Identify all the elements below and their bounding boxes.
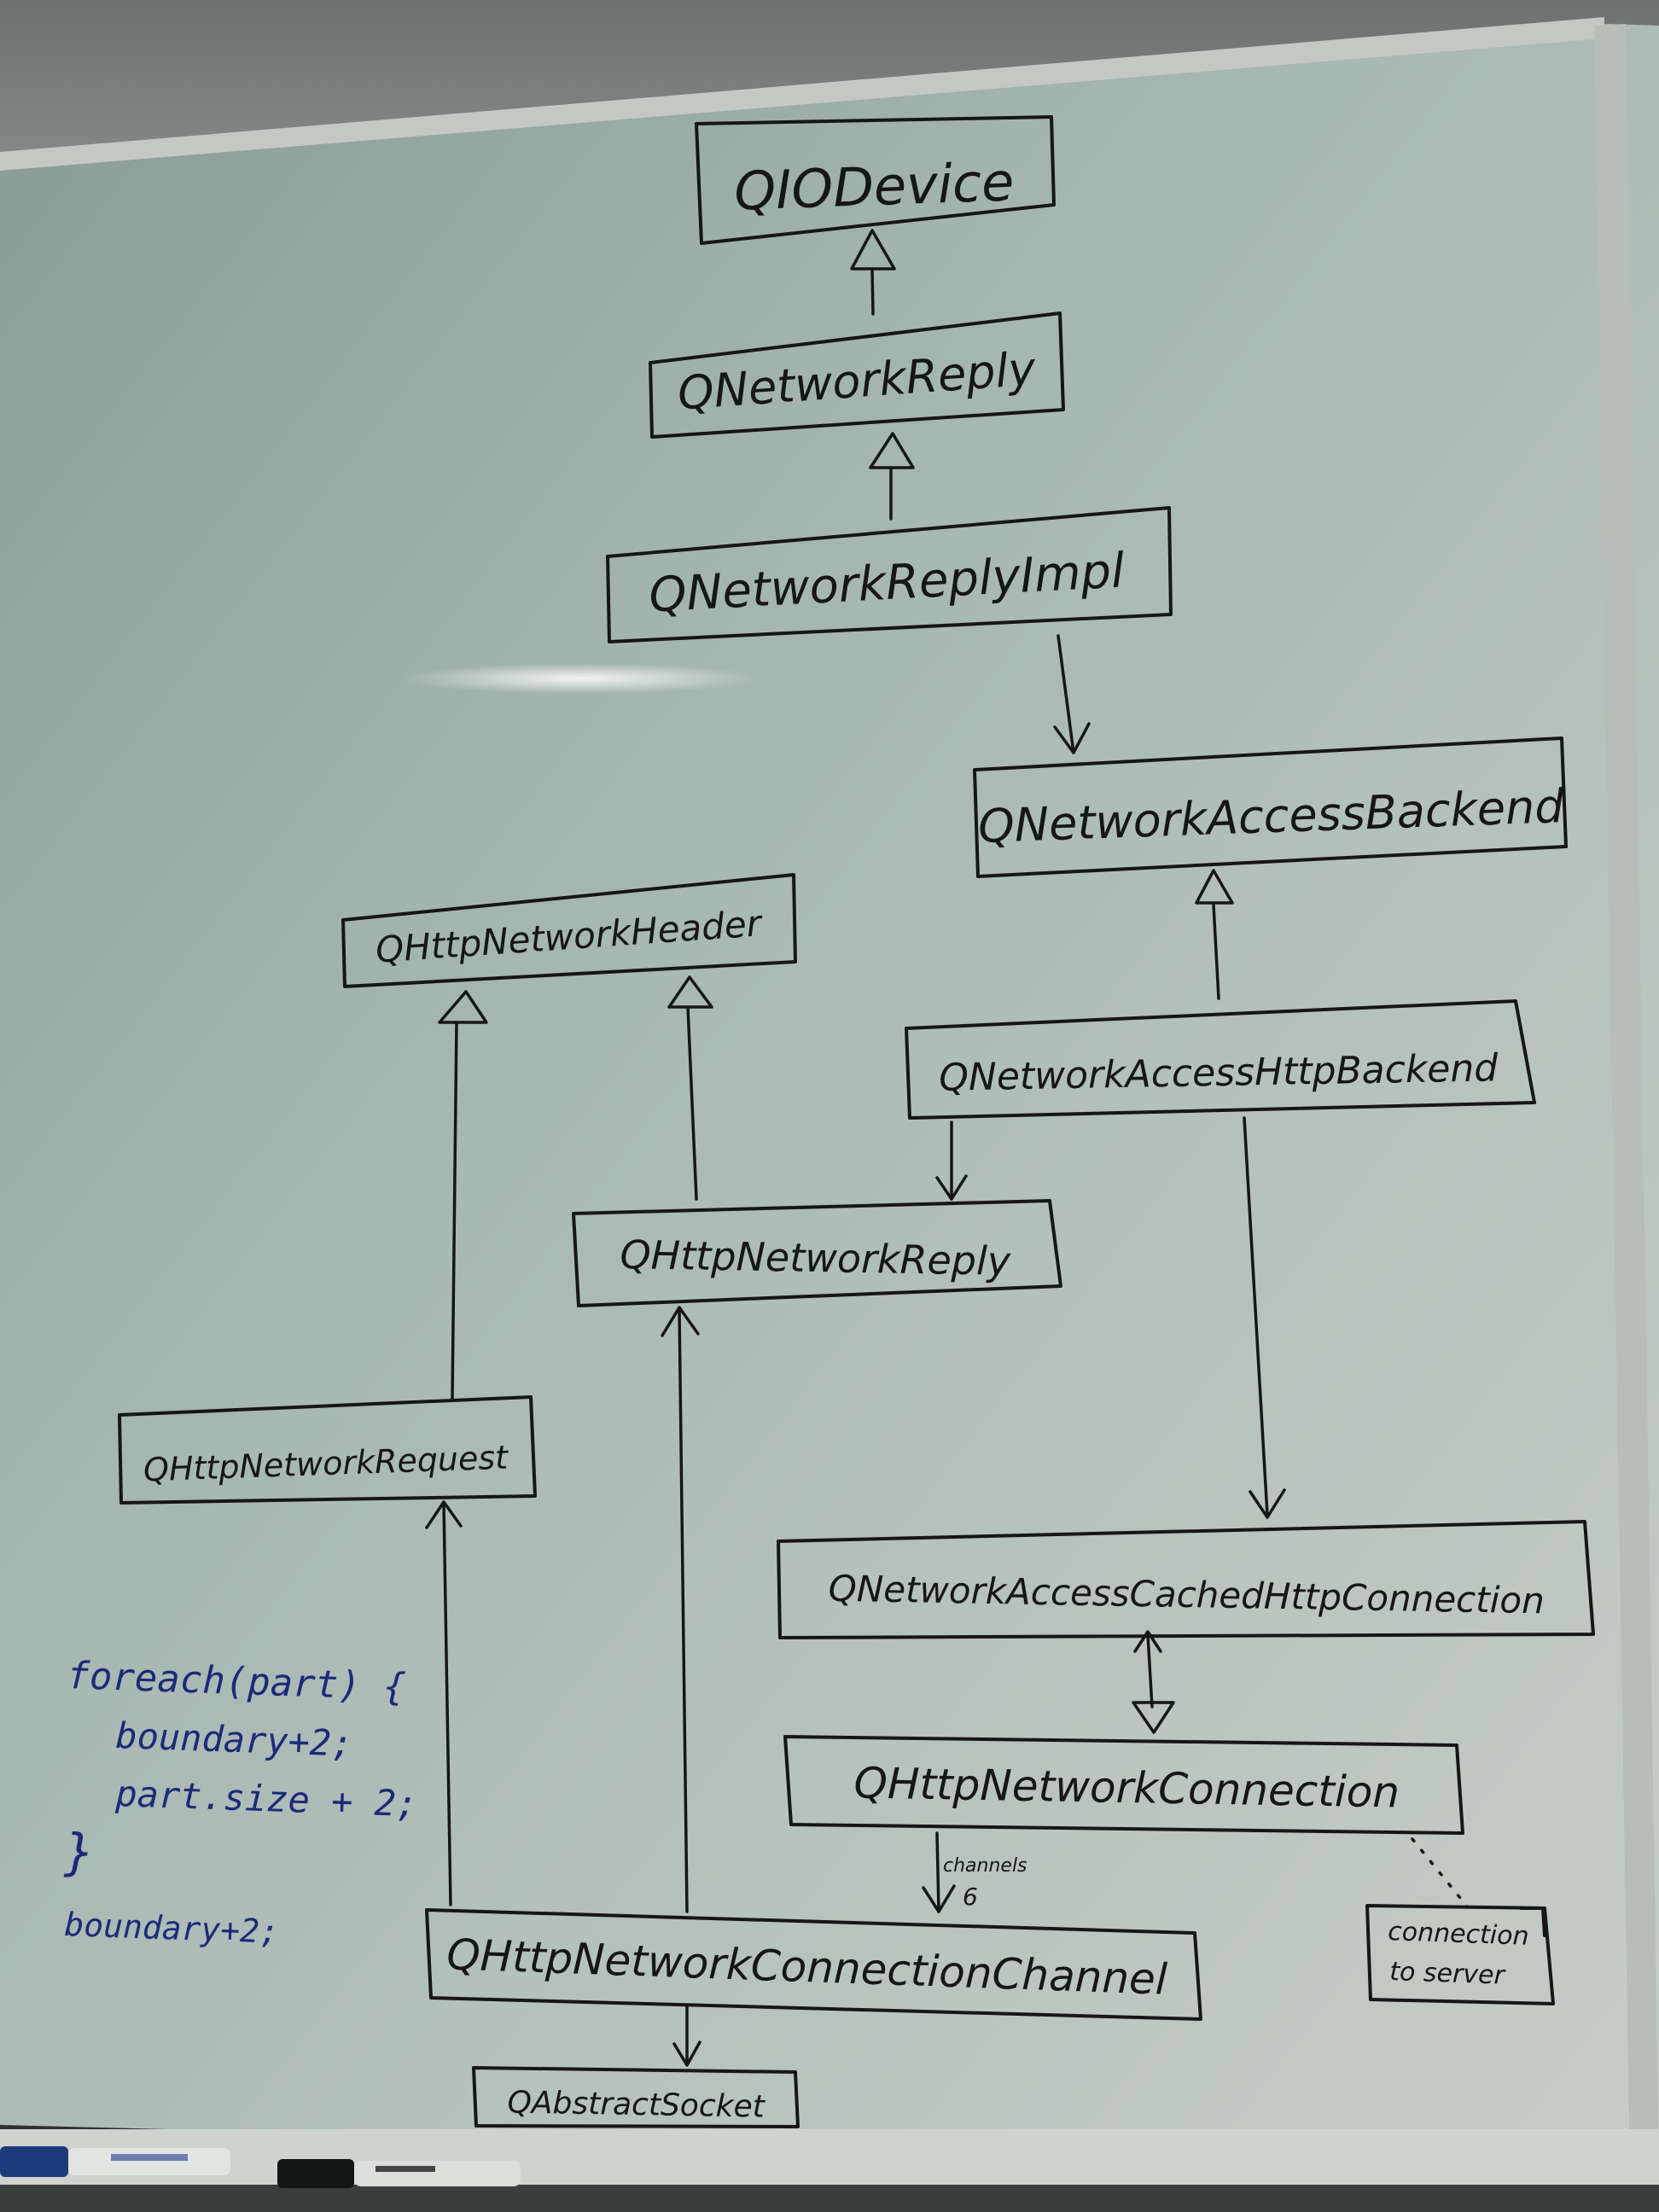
open-arrowhead [922, 1884, 956, 1913]
edge-request-to-header [451, 1021, 458, 1401]
note-line-1: connection [1388, 1917, 1529, 1952]
code-line-4: } [63, 1823, 94, 1881]
open-arrowhead [672, 2040, 701, 2067]
light-glare [401, 663, 760, 694]
open-arrowhead [1133, 1630, 1162, 1653]
code-line-5: boundary+2; [64, 1906, 280, 1951]
board-frame-top [0, 17, 1604, 171]
label-qhttpnetworkreply: QHttpNetworkReply [620, 1231, 1011, 1284]
open-arrowhead [661, 1306, 700, 1337]
edge-connection-to-channel [935, 1831, 940, 1913]
box-qnetworkreplyimpl [606, 506, 1173, 643]
code-line-2: boundary+2; [115, 1714, 354, 1765]
edge-httpbackend-to-cached [1243, 1116, 1269, 1516]
open-arrowhead [935, 1174, 968, 1201]
label-qiodevice: QIODevice [733, 150, 1015, 222]
triangle-arrowhead [869, 432, 915, 469]
edge-cached-to-connection [1146, 1633, 1154, 1708]
black-marker [277, 2159, 521, 2188]
whiteboard-surface [0, 24, 1659, 2168]
label-channels: channels [943, 1855, 1027, 1877]
note-connector [1411, 1837, 1470, 1909]
box-qiodevice [695, 115, 1056, 245]
box-qhttpnetworkrequest [118, 1395, 537, 1505]
edge-httpreply-to-header [686, 1005, 698, 1201]
box-qhttpnetworkconnection [783, 1735, 1464, 1835]
board-frame-right [1594, 24, 1659, 2172]
triangle-arrowhead [667, 975, 713, 1009]
note-line-2: to server [1389, 1957, 1506, 1991]
label-qhttpnetworkconnection: QHttpNetworkConnection [853, 1758, 1400, 1817]
label-qnetworkaccesshttpbackend: QNetworkAccessHttpBackend [939, 1046, 1499, 1099]
box-qnetworkreply [649, 311, 1065, 439]
box-qnetworkaccessbackend [973, 736, 1568, 878]
triangle-arrowhead [1132, 1701, 1175, 1734]
box-qnetworkaccesshttpbackend [905, 999, 1536, 1120]
note-fold [1519, 1906, 1546, 1937]
triangle-arrowhead [1195, 869, 1234, 905]
blue-marker [0, 2146, 230, 2177]
box-qhttpnetworkconnectionchannel [425, 1908, 1202, 2021]
open-arrowhead [1249, 1488, 1286, 1519]
edge-reply-to-iodevice [870, 267, 875, 316]
box-qhttpnetworkheader [341, 873, 797, 988]
label-channels-count: 6 [963, 1883, 978, 1911]
note-box [1365, 1904, 1555, 2005]
box-qnetworkaccesscachedhttpconnection [777, 1520, 1595, 1639]
open-arrowhead [425, 1500, 463, 1529]
edge-channel-to-request [442, 1502, 452, 1906]
open-arrowhead [1053, 722, 1091, 754]
edge-channel-to-httpreply [678, 1308, 689, 1913]
triangle-arrowhead [850, 229, 896, 271]
edge-httpbackend-to-backend [1212, 903, 1220, 1000]
triangle-arrowhead [438, 990, 488, 1024]
box-qhttpnetworkreply [572, 1199, 1062, 1307]
box-qabstractsocket [472, 2066, 800, 2128]
label-qabstractsocket: QAbstractSocket [507, 2085, 766, 2124]
edge-replyimpl-to-backend [1057, 634, 1075, 754]
